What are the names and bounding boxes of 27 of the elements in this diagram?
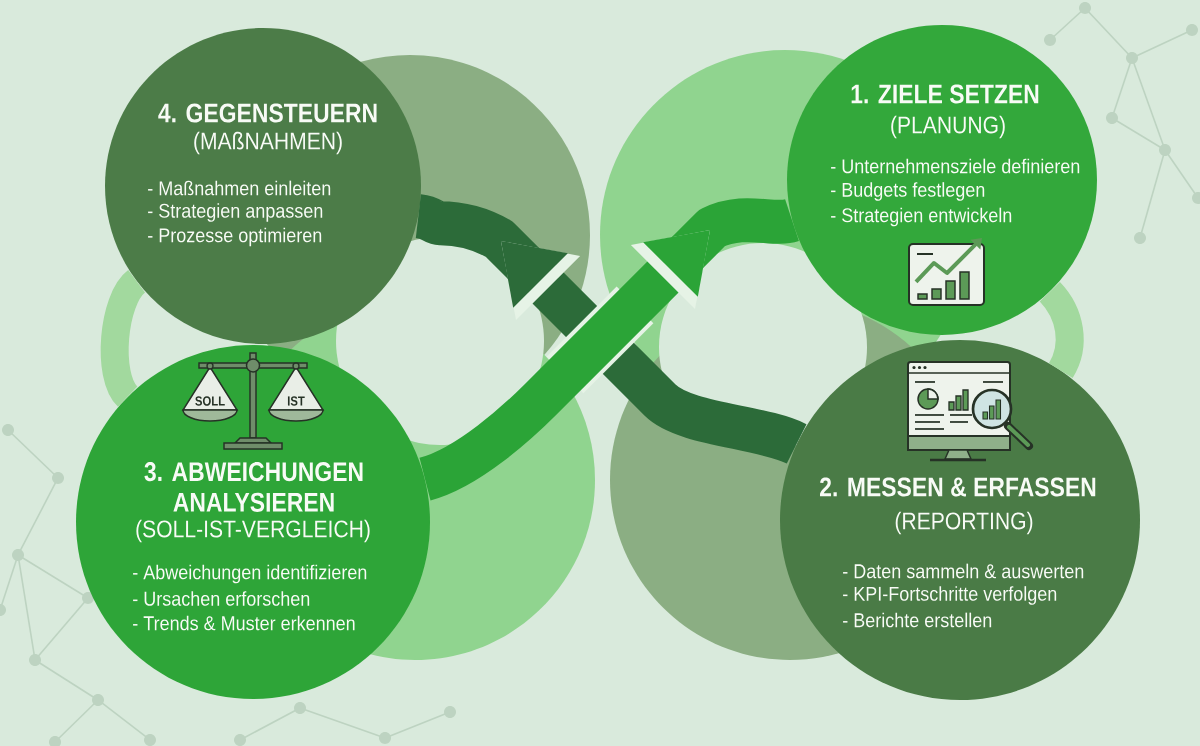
step-circle xyxy=(787,25,1097,335)
bullet-item: - Ursachen erforschen xyxy=(133,591,310,606)
pan-label: IST xyxy=(287,396,305,406)
step-heading: 2. MESSEN & ERFASSEN xyxy=(820,477,1096,497)
step-circle xyxy=(76,345,430,699)
step-heading: 3. ABWEICHUNGEN ANALYSIEREN xyxy=(144,462,363,512)
pan-label: SOLL xyxy=(195,396,225,406)
bullet-item: - Strategien entwickeln xyxy=(831,207,1012,227)
step-subtitle: (MAßNAHMEN) xyxy=(194,131,342,155)
step-subtitle: (SOLL-IST-VERGLEICH) xyxy=(136,519,370,543)
bullet-item: - Unternehmensziele definieren xyxy=(831,158,1080,174)
bullet-item: - Abweichungen identifizieren xyxy=(133,564,367,584)
bullet-item: - Daten sammeln & auswerten xyxy=(843,563,1084,579)
step-heading: 4. GEGENSTEUERN xyxy=(158,103,377,123)
step-subtitle: (REPORTING) xyxy=(895,511,1033,535)
step-subtitle: (PLANUNG) xyxy=(891,115,1005,139)
bullet-item: - Trends & Muster erkennen xyxy=(133,615,355,631)
bullet-item: - Berichte erstellen xyxy=(843,612,992,628)
step-circle xyxy=(780,340,1140,700)
bullet-item: - Prozesse optimieren xyxy=(148,227,322,247)
connector-band xyxy=(1039,282,1084,378)
bullet-item: - Maßnahmen einleiten xyxy=(148,180,331,196)
step-heading: 1. ZIELE SETZEN xyxy=(851,84,1039,104)
bullet-item: - Strategien anpassen xyxy=(148,203,323,222)
step-circle xyxy=(105,28,421,344)
bullet-item: - KPI-Fortschritte verfolgen xyxy=(843,586,1057,605)
bullet-item: - Budgets festlegen xyxy=(831,182,985,201)
